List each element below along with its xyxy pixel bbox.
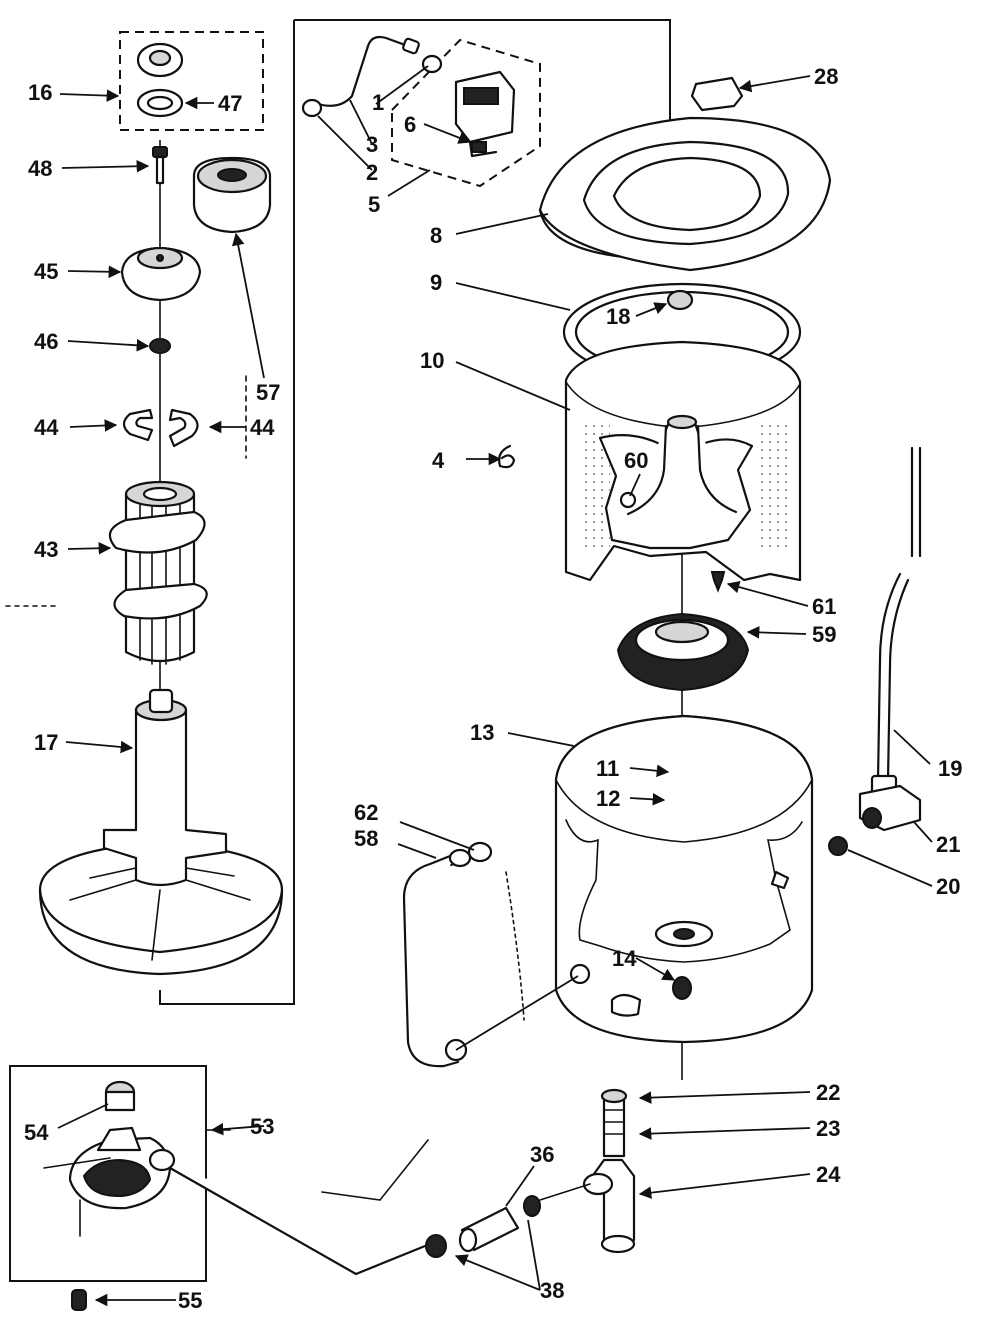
- callout-44-right: 44: [250, 415, 275, 440]
- agitator-cap-part: [136, 42, 184, 78]
- callout-36: 36: [530, 1142, 554, 1167]
- callout-4: 4: [432, 448, 445, 473]
- frame-water-valve-dashed: [391, 38, 541, 188]
- callout-28: 28: [814, 64, 838, 89]
- callout-labels: 1 2 3 4 5 6 8 9 10 11 12 13 14 16 17 18 …: [24, 64, 962, 1313]
- callout-9: 9: [430, 270, 442, 295]
- callout-44-left: 44: [34, 415, 59, 440]
- callout-13: 13: [470, 720, 494, 745]
- callout-38: 38: [540, 1278, 564, 1303]
- callout-61: 61: [812, 594, 836, 619]
- callout-47: 47: [218, 91, 242, 116]
- nut-18-part: [666, 289, 694, 311]
- drain-outlet-part: [582, 1088, 636, 1254]
- callout-20: 20: [936, 874, 960, 899]
- pressure-hose-part: [828, 446, 922, 856]
- callout-22: 22: [816, 1080, 840, 1105]
- callout-53: 53: [250, 1114, 274, 1139]
- callout-62: 62: [354, 800, 378, 825]
- callout-57: 57: [256, 380, 280, 405]
- seal-ring-part: [136, 88, 184, 118]
- callout-45: 45: [34, 259, 58, 284]
- plug-14-part: [672, 976, 692, 1000]
- water-valve-part: [454, 70, 516, 158]
- drain-hose-part: [402, 841, 525, 1068]
- callout-16: 16: [28, 80, 52, 105]
- stray-mark: [321, 1139, 429, 1201]
- callout-60: 60: [624, 448, 648, 473]
- callout-48: 48: [28, 156, 52, 181]
- agitator-base-part: [38, 688, 284, 976]
- pad-28-part: [690, 76, 744, 112]
- frame-pump-box: [9, 1065, 207, 1282]
- callout-54: 54: [24, 1120, 49, 1145]
- tub-ring-part: [538, 116, 832, 272]
- callout-19: 19: [938, 756, 962, 781]
- callout-55: 55: [178, 1288, 202, 1313]
- callout-24: 24: [816, 1162, 841, 1187]
- callout-59: 59: [812, 622, 836, 647]
- fill-hose-part: [301, 35, 443, 118]
- callout-6: 6: [404, 112, 416, 137]
- callout-21: 21: [936, 832, 960, 857]
- callout-2: 2: [366, 160, 378, 185]
- callout-12: 12: [596, 786, 620, 811]
- dome-part: [120, 246, 202, 302]
- basket-part: [564, 340, 802, 582]
- mark-4-glyph: [498, 444, 516, 469]
- callout-43: 43: [34, 537, 58, 562]
- screw-61-part: [710, 571, 726, 593]
- hub-59-part: [616, 612, 750, 692]
- auger-part: [108, 480, 208, 665]
- washer-46-part: [149, 338, 171, 354]
- callout-10: 10: [420, 348, 444, 373]
- callout-46: 46: [34, 329, 58, 354]
- pump-part: [43, 1080, 176, 1311]
- callout-14: 14: [612, 946, 637, 971]
- callout-17: 17: [34, 730, 58, 755]
- outer-tub-part: [554, 714, 814, 1044]
- callout-1: 1: [372, 90, 384, 115]
- callout-58: 58: [354, 826, 378, 851]
- callout-18: 18: [606, 304, 630, 329]
- clips-part: [122, 408, 199, 448]
- callout-23: 23: [816, 1116, 840, 1141]
- pump-hose-part: [168, 1166, 591, 1276]
- callout-11: 11: [596, 756, 619, 781]
- callout-8: 8: [430, 223, 442, 248]
- callout-5: 5: [368, 192, 380, 217]
- dispenser-cap-part: [192, 156, 272, 234]
- bolt-part: [152, 146, 168, 185]
- leader-lines: [57, 65, 933, 1307]
- callout-3: 3: [366, 132, 378, 157]
